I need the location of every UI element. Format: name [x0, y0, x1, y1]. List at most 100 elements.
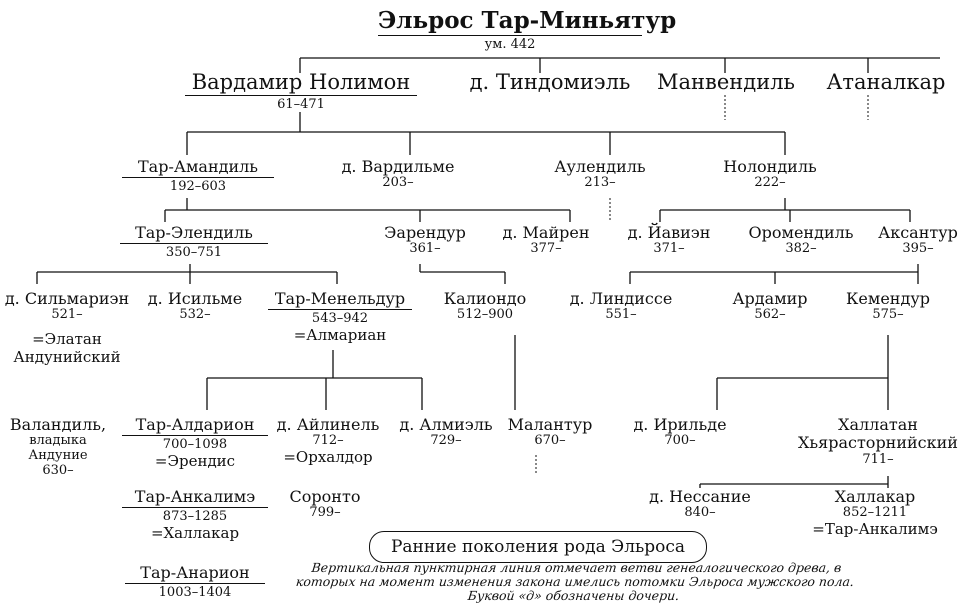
person-dates: 222– [754, 175, 786, 191]
person-atanalkar: Атаналкар [818, 70, 954, 94]
person-irilde: д. Ирильде 700– [625, 415, 735, 449]
person-tar-aldarion: Тар-Алдарион 700–1098 =Эрендис [122, 415, 268, 471]
person-dates: 543–942 [311, 311, 369, 327]
person-name: Аксантур [878, 223, 958, 242]
person-name: Халлатан Хьярасторнийский [798, 415, 958, 453]
person-name: д. Айлинель [276, 415, 380, 434]
person-tar-amandil: Тар-Амандиль 192–603 [122, 157, 274, 195]
person-dates: 575– [872, 307, 904, 323]
person-name: д. Тиндомиэль [469, 70, 631, 94]
person-dates: 700– [664, 433, 696, 449]
person-soronto: Соронто 799– [275, 487, 375, 521]
spouse-elatan: =Элатан Андунийский [13, 330, 121, 366]
person-name: Манвендиль [657, 70, 795, 94]
person-dates: 630– [42, 463, 74, 479]
person-dates: 700–1098 [162, 437, 228, 453]
person-spouse: =Орхалдор [283, 448, 373, 467]
person-name: Оромендиль [748, 223, 854, 242]
person-dates: ум. 442 [484, 37, 536, 53]
person-tar-elendil: Тар-Элендиль 350–751 [120, 223, 268, 261]
person-manwendil: Манвендиль [650, 70, 802, 94]
person-name: д. Сильмариэн [4, 289, 130, 308]
person-malantur: Малантур 670– [500, 415, 600, 449]
person-spouse: =Эрендис [154, 452, 236, 471]
person-spouse: =Халлакар [150, 524, 240, 543]
person-dates: 203– [382, 175, 414, 191]
person-dates: 670– [534, 433, 566, 449]
person-name: Тар-Менельдур [268, 289, 412, 311]
person-tar-ankalime: Тар-Анкалимэ 873–1285 =Халлакар [122, 487, 268, 543]
person-aksantur: Аксантур 395– [862, 223, 974, 257]
person-name: Тар-Амандиль [122, 157, 274, 179]
person-kemendur: Кемендур 575– [838, 289, 938, 323]
person-silmariyen: д. Сильмариэн 521– [2, 289, 132, 323]
person-name: Нолондиль [723, 157, 817, 176]
person-name: д. Йавиэн [627, 223, 711, 242]
person-dates: 395– [902, 241, 934, 257]
person-valandil: Валандиль, владыка Андуние 630– [2, 415, 114, 479]
person-name: Тар-Алдарион [122, 415, 268, 437]
person-name: Эльрос Тар-Миньятур [378, 7, 676, 37]
person-name: Вардамир Нолимон [185, 70, 417, 97]
person-dates: 371– [653, 241, 685, 257]
person-vardilme: д. Вардильме 203– [328, 157, 468, 191]
person-dates: 532– [179, 307, 211, 323]
person-mairen: д. Майрен 377– [490, 223, 602, 257]
person-name: Кемендур [846, 289, 930, 308]
person-name: Тар-Элендиль [120, 223, 268, 245]
person-tar-meneldur: Тар-Менельдур 543–942 =Алмариан [268, 289, 412, 345]
person-dates: 521– [51, 307, 83, 323]
person-elros: Эльрос Тар-Миньятур ум. 442 [378, 7, 676, 53]
person-dates: 711– [862, 451, 894, 467]
diagram-footnote: Вертикальная пунктирная линия отмечает в… [295, 560, 855, 603]
person-spouse: =Алмариан [293, 326, 387, 345]
person-ardamir: Ардамир 562– [720, 289, 820, 323]
person-name: д. Ирильде [633, 415, 727, 434]
person-dates: 377– [530, 241, 562, 257]
person-dates: 61–471 [277, 97, 325, 113]
person-earendur: Эарендур 361– [370, 223, 480, 257]
person-name: Аулендиль [554, 157, 646, 176]
person-aulendil: Аулендиль 213– [540, 157, 660, 191]
person-name: Тар-Анкалимэ [122, 487, 268, 509]
person-dates: 213– [584, 175, 616, 191]
person-dates: 382– [785, 241, 817, 257]
person-tar-anarion: Тар-Анарион 1003–1404 [125, 563, 265, 601]
person-name: Калиондо [443, 289, 527, 308]
person-name: д. Исильме [147, 289, 243, 308]
person-nolondil: Нолондиль 222– [710, 157, 830, 191]
person-name: д. Нессание [649, 487, 751, 506]
person-name: д. Линдиссе [569, 289, 673, 308]
person-hallatan: Халлатан Хьярасторнийский 711– [790, 415, 966, 468]
person-nessanie: д. Нессание 840– [636, 487, 764, 521]
person-name: Тар-Анарион [125, 563, 265, 585]
person-dates: 562– [754, 307, 786, 323]
person-dates: 1003–1404 [158, 585, 232, 601]
person-name: Атаналкар [826, 70, 946, 94]
person-dates: 873–1285 [162, 509, 228, 525]
person-yaviyen: д. Йавиэн 371– [616, 223, 722, 257]
person-name: Малантур [507, 415, 593, 434]
person-name: д. Вардильме [341, 157, 455, 176]
person-dates: 712– [312, 433, 344, 449]
person-tindomiel: д. Тиндомиэль [460, 70, 640, 94]
person-dates: 551– [605, 307, 637, 323]
person-ailinel: д. Айлинель 712– =Орхалдор [268, 415, 388, 467]
person-name: д. Алмиэль [399, 415, 493, 434]
person-kaliondo: Калиондо 512–900 [430, 289, 540, 323]
person-dates: 852–1211 [842, 505, 908, 521]
person-title: владыка Андуние [28, 433, 88, 464]
person-lindisse: д. Линдиссе 551– [565, 289, 677, 323]
person-name: д. Майрен [502, 223, 590, 242]
person-dates: 840– [684, 505, 716, 521]
diagram-title-box: Ранние поколения рода Эльроса [369, 531, 707, 563]
person-spouse: =Тар-Анкалимэ [812, 520, 938, 539]
person-almiel: д. Алмиэль 729– [395, 415, 497, 449]
person-dates: 192–603 [169, 179, 227, 195]
person-name: Эарендур [384, 223, 466, 242]
person-dates: 361– [409, 241, 441, 257]
person-name: Соронто [289, 487, 361, 506]
person-isilme: д. Исильме 532– [145, 289, 245, 323]
